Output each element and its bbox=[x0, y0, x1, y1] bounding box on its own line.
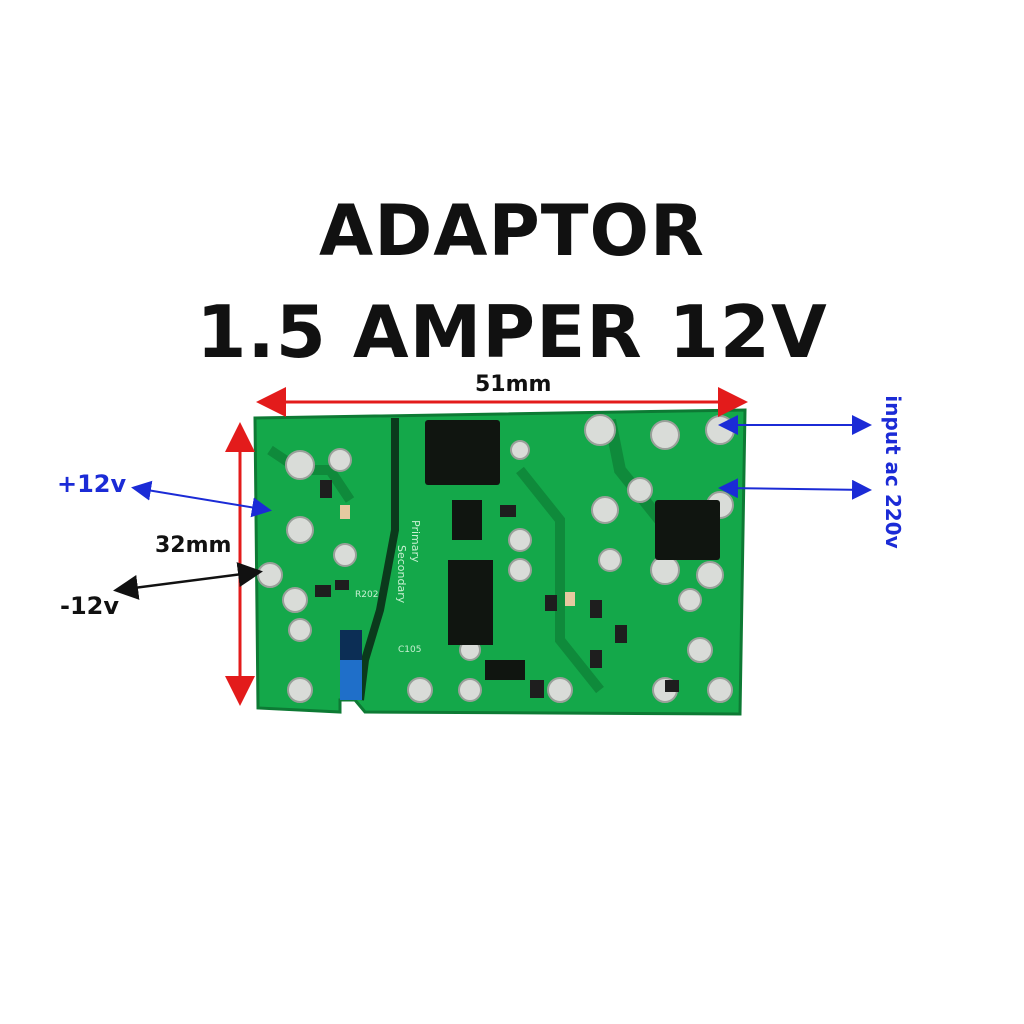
input-arrow-2 bbox=[718, 478, 872, 500]
silk-ref: R202 bbox=[355, 590, 378, 600]
pcb-board: Secondary Primary R202 C105 bbox=[253, 408, 747, 716]
silk-ref: C105 bbox=[398, 645, 421, 655]
width-label: 51mm bbox=[475, 372, 552, 397]
positive-label: +12v bbox=[57, 470, 127, 498]
title-line-2: 1.5 AMPER 12V bbox=[196, 290, 828, 374]
silk-secondary: Secondary bbox=[395, 545, 408, 604]
title-line-1: ADAPTOR bbox=[319, 190, 705, 272]
height-label: 32mm bbox=[155, 533, 232, 558]
silk-primary: Primary bbox=[409, 520, 422, 563]
input-label: input ac 220v bbox=[881, 395, 905, 549]
negative-label: -12v bbox=[60, 592, 120, 620]
positive-terminal-arrow bbox=[131, 480, 272, 518]
negative-terminal-arrow bbox=[113, 562, 263, 600]
